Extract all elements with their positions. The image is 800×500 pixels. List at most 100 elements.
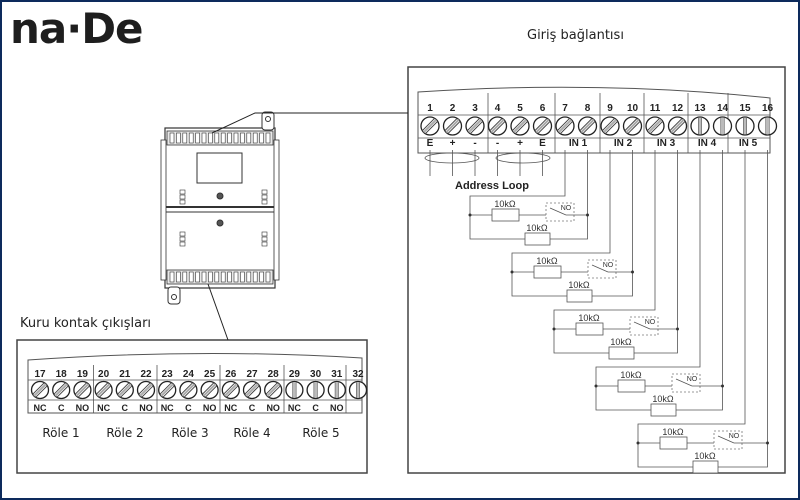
- device-led: [179, 231, 186, 237]
- terminal-screw-icon: [242, 380, 262, 400]
- device-terminal: [240, 271, 245, 283]
- device-terminal: [169, 132, 175, 144]
- switch-box: [587, 259, 617, 279]
- device-terminal: [195, 271, 200, 283]
- device-led: [179, 236, 186, 242]
- device-terminal: [182, 132, 188, 144]
- resistor: [524, 232, 551, 246]
- junction: [766, 441, 769, 445]
- device-terminal: [220, 132, 226, 144]
- terminal-number: 13: [694, 103, 706, 114]
- terminal-screw-icon: [690, 116, 710, 136]
- terminal-number: 14: [717, 103, 729, 114]
- resistor: [659, 436, 688, 450]
- device-terminal: [201, 132, 207, 144]
- terminal-screw-icon: [510, 116, 530, 136]
- contact-label: NC: [97, 403, 110, 413]
- contact-label: C: [185, 403, 192, 413]
- relay-label: Röle 3: [171, 426, 208, 440]
- junction: [586, 213, 589, 217]
- terminal-screw-icon: [73, 380, 92, 400]
- input-group-label: IN 5: [739, 138, 758, 149]
- resistor: [575, 322, 604, 336]
- terminal-screw-icon: [487, 116, 508, 136]
- contact-label: NC: [161, 403, 174, 413]
- terminal-number: 22: [140, 369, 152, 380]
- resistor: [608, 346, 635, 360]
- terminal-label: +: [450, 138, 456, 149]
- resistor-label: 10kΩ: [536, 256, 558, 266]
- resistor: [650, 403, 677, 417]
- junction: [721, 384, 724, 388]
- switch-box: [545, 202, 575, 222]
- switch-label: NO: [561, 205, 572, 212]
- device-illustration: [160, 111, 280, 305]
- contact-label: NO: [139, 403, 153, 413]
- terminal-screw-icon: [136, 380, 156, 400]
- terminal-screw-icon: [158, 380, 177, 400]
- terminal-number: 16: [762, 103, 774, 114]
- device-terminal: [188, 132, 194, 144]
- input-circuit: 10kΩ 10kΩ NO: [510, 150, 634, 303]
- switch-icon: [549, 207, 567, 216]
- relay-label: Röle 4: [233, 426, 270, 440]
- contact-label: NO: [203, 403, 217, 413]
- junction: [468, 213, 472, 217]
- switch-label: NO: [729, 433, 740, 440]
- device-terminal: [252, 132, 258, 144]
- resistor: [491, 208, 520, 222]
- circuit-wire: [634, 150, 678, 354]
- terminal-number: 31: [331, 369, 343, 380]
- junction: [552, 327, 556, 331]
- device-terminal: [214, 271, 220, 283]
- device-led: [179, 194, 186, 200]
- circuit-wire: [595, 150, 701, 411]
- device-terminal: [214, 132, 220, 144]
- terminal-screw-icon: [465, 116, 485, 136]
- device-terminal: [246, 132, 252, 144]
- terminal-number: 24: [183, 369, 195, 380]
- terminal-screw-icon: [264, 380, 283, 400]
- terminal-screw-icon: [555, 116, 575, 136]
- output-section-title: Kuru kontak çıkışları: [20, 316, 152, 331]
- device-terminal: [182, 271, 188, 283]
- terminal-number: 17: [34, 369, 46, 380]
- terminal-number: 20: [98, 369, 110, 380]
- terminal-screw-icon: [52, 380, 71, 400]
- terminal-screw-icon: [420, 116, 440, 136]
- terminal-screw-icon: [735, 116, 755, 136]
- contact-label: NO: [266, 403, 280, 413]
- relay-label: Röle 2: [106, 426, 143, 440]
- device-led: [261, 194, 268, 200]
- input-section-title: Giriş bağlantısı: [527, 28, 624, 43]
- resistor-label: 10kΩ: [526, 223, 548, 233]
- resistor: [566, 289, 593, 303]
- device-terminal: [188, 271, 194, 283]
- terminal-screw-icon: [442, 116, 463, 136]
- terminal-number: 27: [246, 369, 258, 380]
- terminal-number: 30: [310, 369, 322, 380]
- terminal-number: 9: [607, 103, 613, 114]
- circuit-wire: [676, 150, 723, 411]
- terminal-screw-icon: [757, 116, 778, 136]
- resistor-label: 10kΩ: [662, 427, 684, 437]
- terminal-number: 4: [495, 103, 501, 114]
- address-loop-ellipse: [495, 152, 551, 164]
- resistor-label: 10kΩ: [578, 313, 600, 323]
- terminal-screw-icon: [645, 116, 665, 136]
- terminal-screw-icon: [348, 380, 368, 400]
- switch-icon: [717, 435, 735, 444]
- device-terminal: [195, 132, 200, 144]
- input-group-label: IN 3: [657, 138, 676, 149]
- terminal-screw-icon: [327, 380, 346, 400]
- terminal-screw-icon: [179, 380, 198, 400]
- junction: [510, 270, 514, 274]
- circuit-wire: [592, 150, 633, 297]
- terminal-screw-icon: [115, 380, 134, 400]
- device-led: [179, 189, 186, 195]
- device-led: [261, 241, 268, 247]
- terminal-number: 7: [562, 103, 568, 114]
- terminal-number: 5: [517, 103, 523, 114]
- device-terminal: [208, 132, 213, 144]
